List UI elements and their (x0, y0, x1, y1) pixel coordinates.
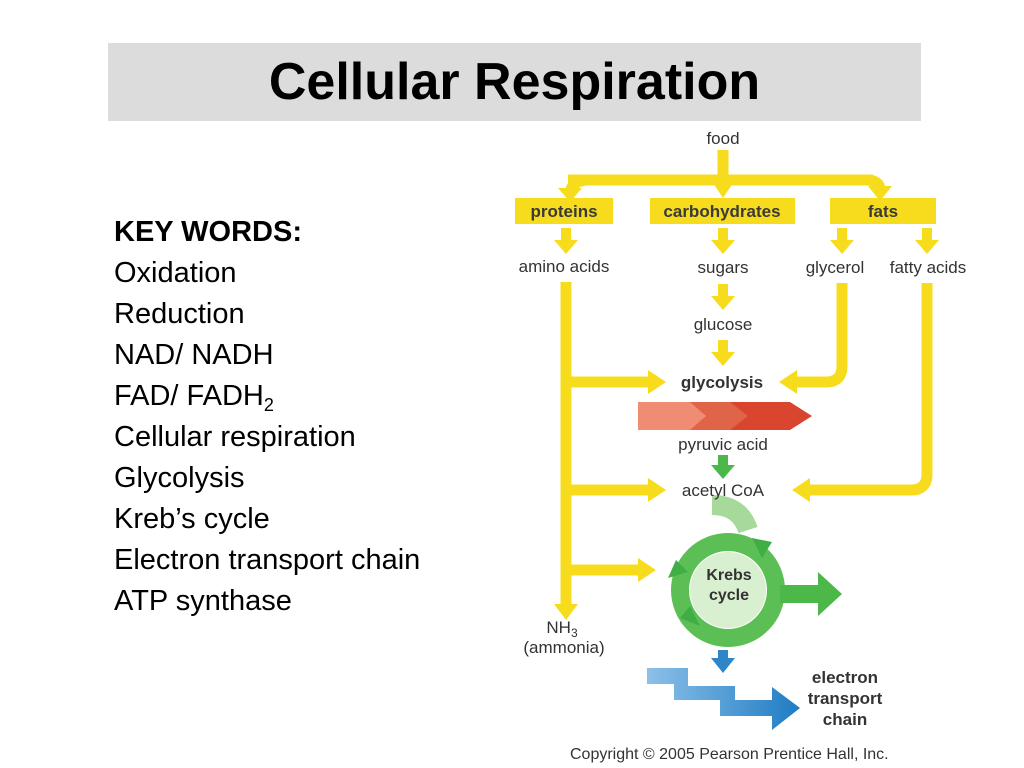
pyruvic-green-stem (718, 455, 728, 469)
carbohydrates-box (650, 198, 795, 224)
amino-acids-label: amino acids (519, 257, 610, 276)
glycerol-label: glycerol (806, 258, 865, 277)
keyword-item: Oxidation (114, 257, 237, 289)
fad-subscript: 2 (263, 395, 274, 415)
glucose-label: glucose (694, 315, 753, 334)
key-words-header: KEY WORDS: (114, 216, 302, 248)
arrow-amino-to-nh3 (554, 604, 578, 620)
proteins-label: proteins (530, 202, 597, 221)
food-label: food (706, 129, 739, 148)
glycolysis-arrows (638, 402, 812, 430)
carbohydrates-label: carbohydrates (663, 202, 780, 221)
keyword-item: Kreb’s cycle (114, 503, 270, 535)
nh3-label: NH3 (546, 618, 578, 640)
etc-label-line1: electron (812, 668, 878, 687)
keyword-item: ATP synthase (114, 585, 292, 617)
arrow-pyruvic-to-acetyl (711, 465, 735, 479)
krebs-label-line2: cycle (709, 587, 749, 604)
fats-box (830, 198, 936, 224)
keyword-item: Cellular respiration (114, 421, 356, 453)
keyword-item: NAD/ NADH (114, 339, 274, 371)
krebs-blue-stem (718, 650, 728, 662)
etc-label-line2: transport (808, 689, 883, 708)
etc-staircase-arrow (647, 668, 800, 730)
copyright-notice: Copyright © 2005 Pearson Prentice Hall, … (570, 746, 889, 763)
keyword-item: Glycolysis (114, 462, 245, 494)
title-bar: Cellular Respiration (108, 43, 921, 121)
arrow-krebs-to-etc (711, 658, 735, 673)
krebs-label-line1: Krebs (706, 567, 751, 584)
fatty-acid-pathway (808, 283, 933, 496)
proteins-box (515, 198, 613, 224)
arrow-to-proteins (558, 188, 582, 202)
key-words-list: KEY WORDS: Oxidation Reduction NAD/ NADH… (114, 212, 420, 622)
sugars-label: sugars (697, 258, 748, 277)
page-title: Cellular Respiration (268, 53, 761, 111)
arrow-to-carbohydrates (711, 180, 735, 198)
ammonia-label: (ammonia) (523, 638, 604, 657)
krebs-cycle-wheel (668, 495, 842, 647)
acetyl-coa-label: acetyl CoA (682, 481, 765, 500)
arrow-amino-to-krebs (638, 558, 656, 582)
etc-label-line3: chain (823, 710, 867, 729)
keyword-item: Electron transport chain (114, 544, 421, 576)
fatty-acids-label: fatty acids (890, 258, 967, 277)
sub-arrows (554, 228, 939, 366)
keyword-item-fad: FAD/ FADH2 (114, 376, 420, 417)
arrow-amino-to-acetyl-coa (648, 478, 666, 502)
fats-label: fats (868, 202, 898, 221)
keyword-item: Reduction (114, 298, 245, 330)
glycerol-pathway (795, 283, 848, 388)
arrow-to-fats (868, 186, 892, 201)
pyruvic-acid-label: pyruvic acid (678, 435, 768, 454)
arrow-amino-to-glycolysis (648, 370, 666, 394)
arrow-glycerol-to-glycolysis (779, 370, 797, 394)
arrow-fatty-acids-to-acetyl-coa (792, 478, 810, 502)
amino-acid-pathway (560, 282, 650, 608)
fad-label: FAD/ FADH (114, 380, 264, 412)
glycolysis-label: glycolysis (681, 373, 763, 392)
